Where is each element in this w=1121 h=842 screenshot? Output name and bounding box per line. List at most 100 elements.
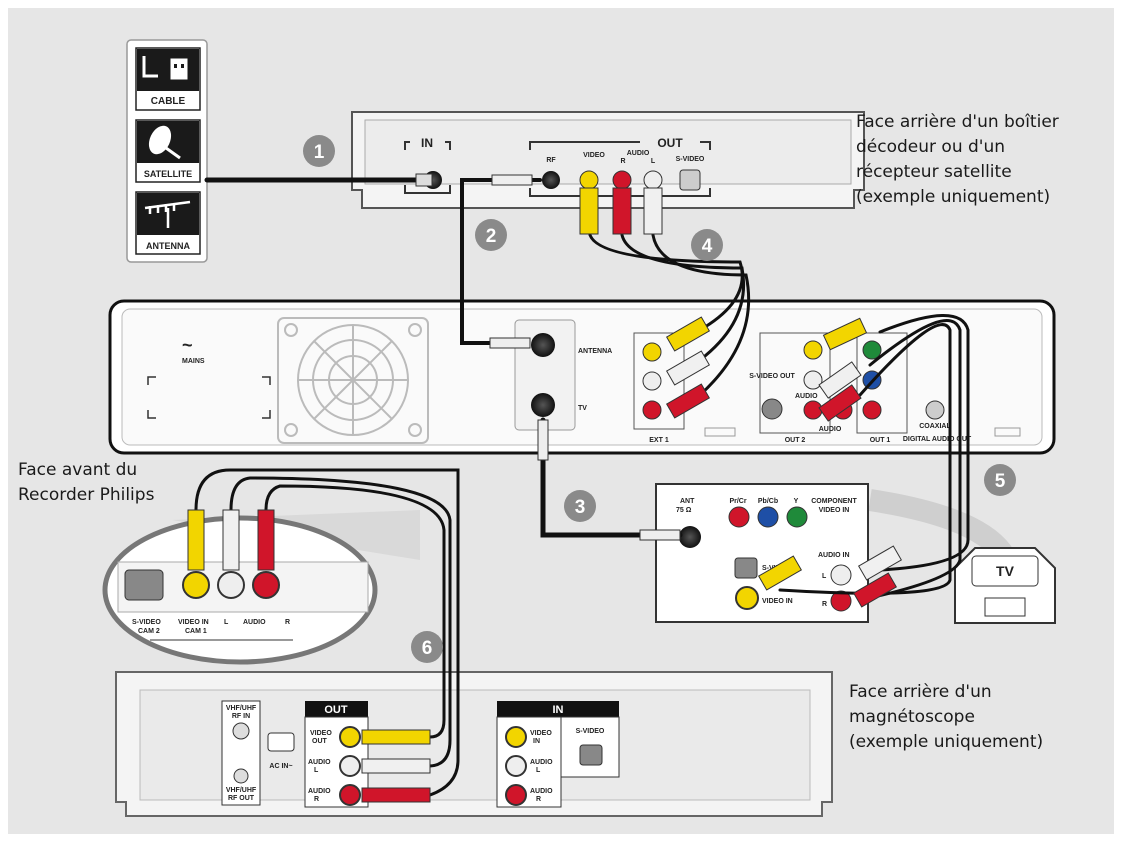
recorder-antenna-label: ANTENNA	[578, 348, 612, 355]
vcr-r-label: R	[314, 796, 319, 803]
decoder-video-label: VIDEO	[583, 152, 605, 159]
tv-pr-label: Pr/Cr	[729, 498, 746, 505]
source-icons: CABLE SATELLITE ANTENNA	[126, 39, 208, 263]
step-badge-3: 3	[564, 490, 596, 522]
vcr-vhf-out-label: VHF/UHF	[226, 787, 257, 794]
tv-set-label: TV	[996, 563, 1015, 579]
recorder-out2-label: OUT 2	[785, 437, 806, 444]
svg-text:3: 3	[575, 497, 586, 518]
front-svideo-label: S-VIDEO	[132, 619, 161, 626]
cables	[187, 173, 970, 803]
recorder-out1-label: OUT 1	[870, 437, 891, 444]
vcr-audio-l-label: AUDIO	[308, 759, 331, 766]
svg-text:5: 5	[995, 471, 1006, 492]
vcr-in-r-label: R	[536, 796, 541, 803]
vcr-caption-line-1: Face arrière d'un	[849, 682, 992, 702]
vcr-back-panel: VHF/UHF RF IN VHF/UHF RF OUT AC IN~ OUT …	[115, 671, 833, 817]
tv-videoin-label: VIDEO IN	[762, 598, 793, 605]
step-badge-1: 1	[303, 135, 335, 167]
recorder-front-caption-line-2: Recorder Philips	[18, 485, 155, 505]
decoder-caption-line-1: Face arrière d'un boîtier	[856, 112, 1059, 132]
vcr-out-label: OUT	[324, 704, 348, 716]
recorder-ext1-label: EXT 1	[649, 437, 669, 444]
step-badge-6: 6	[411, 631, 443, 663]
recorder-front-caption: Face avant du Recorder Philips	[18, 458, 154, 508]
recorder-coaxial-label: COAXIAL	[919, 423, 951, 430]
antenna-icon	[144, 200, 191, 228]
decoder-svideo-label: S-VIDEO	[676, 156, 705, 163]
decoder-r-label: R	[620, 158, 625, 165]
recorder-audio-label: AUDIO	[795, 393, 818, 400]
vcr-in-l-label: L	[536, 767, 541, 774]
tv-ant-jack	[679, 526, 701, 548]
satellite-dish-icon	[148, 125, 172, 155]
vcr-rf-in-label: RF IN	[232, 713, 250, 720]
decoder-rf-label: RF	[546, 157, 556, 164]
front-audio-label: AUDIO	[243, 619, 266, 626]
vcr-caption-line-2: magnétoscope	[849, 707, 975, 727]
front-r-label: R	[285, 619, 290, 626]
step-badges: 1 2 3 4 5 6	[303, 135, 1016, 663]
vcr-video-out2-label: OUT	[312, 738, 328, 745]
decoder-video-jack	[579, 170, 599, 190]
front-cam2-label: CAM 2	[138, 628, 160, 635]
svg-text:2: 2	[486, 226, 497, 247]
vcr-in-label: IN	[553, 704, 564, 716]
front-l-label: L	[224, 619, 229, 626]
decoder-in-label: IN	[421, 136, 433, 150]
decoder-caption-line-2: décodeur ou d'un	[856, 137, 1006, 157]
recorder-tv-label: TV	[578, 405, 587, 412]
vcr-rf-out-label: RF OUT	[228, 795, 255, 802]
decoder-svideo-jack	[679, 169, 701, 191]
decoder-box: IN OUT RF VIDEO AUDIO R L S-VIDEO	[351, 111, 865, 209]
tv-set-icon: TV	[954, 547, 1056, 624]
vcr-in-audio-l-label: AUDIO	[530, 759, 553, 766]
tv-pb-label: Pb/Cb	[758, 498, 778, 505]
vcr-l-label: L	[314, 767, 319, 774]
decoder-out-label: OUT	[657, 136, 683, 150]
vcr-audio-r-label: AUDIO	[308, 788, 331, 795]
decoder-audio-r-jack	[612, 170, 632, 190]
step-badge-2: 2	[475, 219, 507, 251]
decoder-caption-line-4: (exemple uniquement)	[856, 187, 1051, 207]
mains-label: MAINS	[182, 358, 205, 365]
tv-back-panel: ANT 75 Ω Pr/Cr Pb/Cb Y COMPONENT VIDEO I…	[655, 483, 1056, 624]
vcr-in-audio-r-label: AUDIO	[530, 788, 553, 795]
svg-text:6: 6	[422, 638, 433, 659]
recorder-digital-out-label: DIGITAL AUDIO OUT	[903, 436, 972, 443]
mains-symbol: ~	[182, 335, 193, 355]
fan-grille	[277, 317, 429, 444]
decoder-caption: Face arrière d'un boîtier décodeur ou d'…	[856, 110, 1059, 210]
vcr-caption: Face arrière d'un magnétoscope (exemple …	[849, 680, 1043, 755]
cable-source: CABLE	[135, 47, 201, 111]
satellite-label: SATELLITE	[144, 169, 192, 179]
tv-component-label: COMPONENT	[811, 498, 857, 505]
tv-component2-label: VIDEO IN	[819, 507, 850, 514]
decoder-audio-l-jack	[643, 170, 663, 190]
antenna-label: ANTENNA	[146, 241, 190, 251]
decoder-rf-jack	[542, 171, 560, 189]
vcr-svideo-label: S-VIDEO	[576, 728, 605, 735]
vcr-acin-label: AC IN~	[269, 763, 292, 770]
front-cam1-label: CAM 1	[185, 628, 207, 635]
vcr-video-in2-label: IN	[533, 738, 540, 745]
recorder-coaxial-jack	[925, 400, 945, 420]
recorder-antenna-in-jack	[531, 333, 555, 357]
cable-label: CABLE	[151, 96, 186, 107]
svg-text:1: 1	[314, 142, 325, 163]
plug-icon	[142, 56, 158, 78]
vcr-vhf-in-label: VHF/UHF	[226, 705, 257, 712]
satellite-source: SATELLITE	[135, 119, 201, 183]
recorder-audio-out-label: AUDIO	[819, 426, 842, 433]
step-badge-4: 4	[691, 229, 723, 261]
step-badge-5: 5	[984, 464, 1016, 496]
recorder-svideo-label: S-VIDEO OUT	[749, 373, 795, 380]
tv-ant-label: ANT	[680, 498, 695, 505]
decoder-l-label: L	[651, 158, 656, 165]
recorder-tv-out-jack	[531, 393, 555, 417]
vcr-video-in-label: VIDEO	[530, 730, 552, 737]
recorder-front-caption-line-1: Face avant du	[18, 460, 138, 480]
recorder-back-panel: ~ MAINS ANTENNA TV EXT 1	[108, 299, 1056, 455]
